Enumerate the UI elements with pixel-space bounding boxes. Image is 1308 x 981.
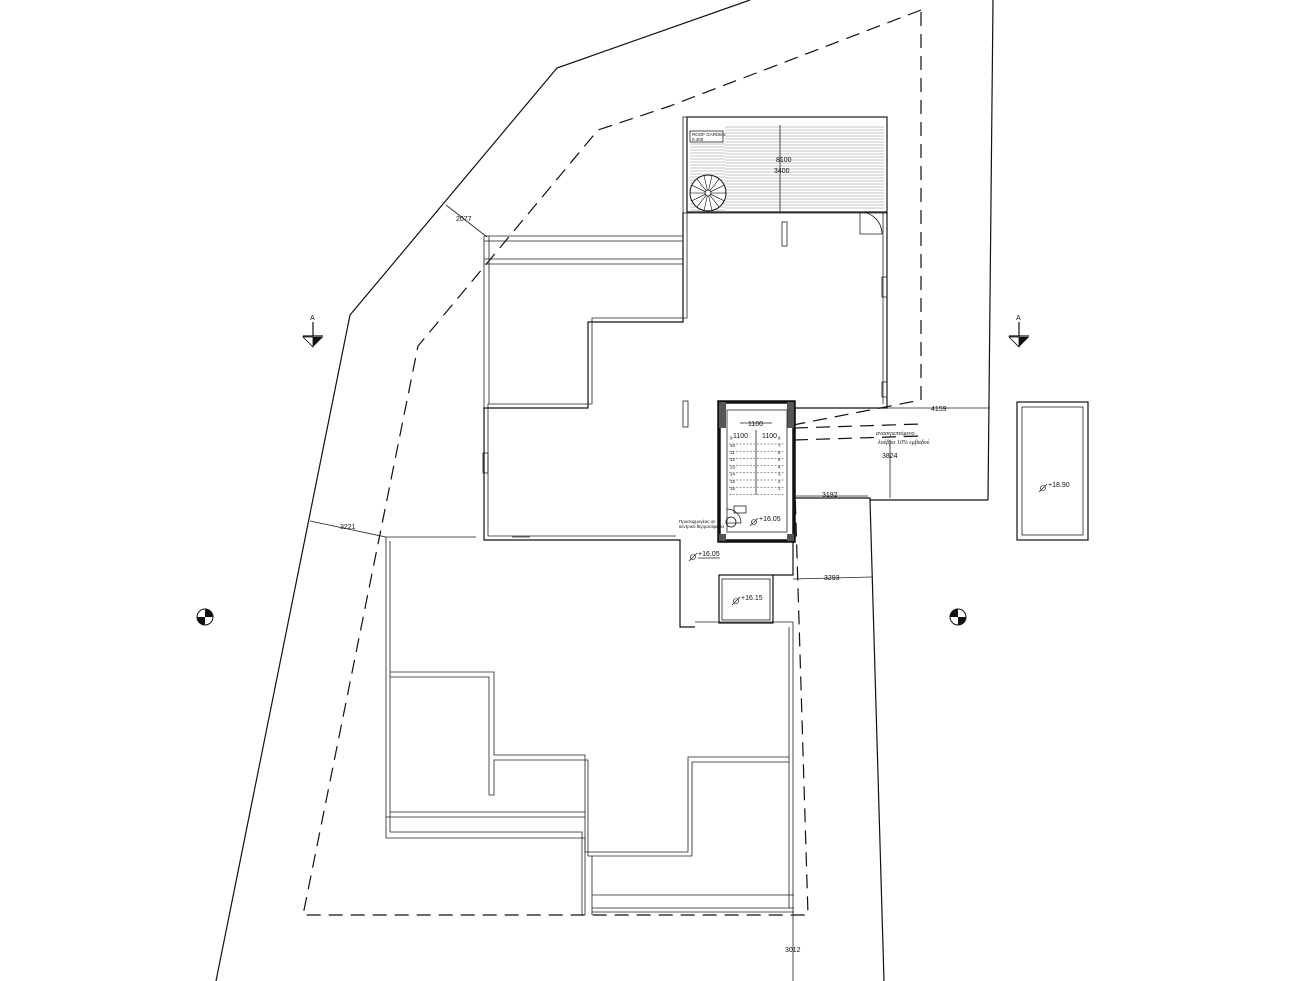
annex-building: +18.90 (1016, 401, 1089, 541)
tank-slab: +16.15 (718, 541, 794, 624)
lower-roof-outline (385, 536, 794, 915)
louvre-note-2: λούβρα 10% εμβαδού (877, 440, 930, 446)
view-mark-right-label: B (958, 617, 961, 622)
spiral-tread (691, 194, 706, 202)
louvre-overhang: αναστρεπτόμενο λούβρα 10% εμβαδού (793, 423, 930, 500)
spiral-tread (709, 195, 720, 208)
spiral-tread (703, 175, 708, 191)
elevation-roof: +16.05 (698, 551, 720, 558)
section-mark-left-label: A (310, 315, 315, 322)
stair-step-number: 5 (778, 457, 781, 462)
louvre-note-1: αναστρεπτόμενο (876, 431, 915, 437)
stair-step-number: 10 (730, 443, 736, 448)
view-mark-left-label: A (202, 617, 205, 622)
pergola (483, 235, 683, 408)
spiral-tread (691, 184, 706, 192)
dim-setback-nw: 2077 (456, 216, 472, 223)
spiral-tread (703, 195, 708, 211)
elevation-marker-icon (1038, 483, 1048, 493)
equipment-note-1: Προσαρμογέας σε (679, 518, 715, 524)
stair-step-number: 4 (778, 464, 781, 469)
roof-garden-decking (690, 126, 884, 211)
stair-step-number: 16 (730, 486, 736, 491)
stair-step-number: 7 (778, 443, 781, 448)
stair-step-number: 13 (730, 464, 736, 469)
spiral-tread (708, 175, 713, 191)
elevation-marker-icon (731, 596, 741, 606)
spiral-tread (696, 195, 707, 208)
roof-garden: ROOF GARDEN 0.400 8100 3400 (682, 116, 888, 214)
skylight (781, 221, 788, 247)
plot-boundary (215, 0, 994, 981)
stair-width-total: 1100 (748, 421, 763, 428)
stair-step-number: 8 (778, 436, 781, 441)
stair-flight-left: 1100 (733, 433, 748, 440)
roof-garden-label: ROOF GARDEN (692, 132, 726, 137)
skylight (682, 400, 689, 428)
stair-step-number: 12 (730, 457, 736, 462)
spiral-tread (709, 178, 720, 191)
stair-step-number: 3 (778, 472, 781, 477)
dim-setback-east-low: 3293 (824, 575, 840, 582)
section-mark-left: A (302, 315, 323, 348)
stair-step-number: 2 (778, 479, 781, 484)
spiral-tread (710, 194, 725, 202)
stair-step-number: 6 (778, 450, 781, 455)
dim-setback-east-top: 4159 (931, 406, 947, 413)
stair-step-number: 15 (730, 479, 736, 484)
view-mark-left: A (196, 608, 214, 626)
roof-garden-level: 0.400 (692, 137, 704, 142)
dim-setback-south: 3012 (785, 947, 801, 954)
spiral-tread (696, 178, 707, 191)
stair-step-number: 1 (778, 486, 781, 491)
section-mark-right: A (1008, 315, 1029, 348)
door-swing (859, 211, 883, 235)
elevation-stair: +16.05 (759, 516, 781, 523)
spiral-tread (710, 184, 725, 192)
stair-step-number: 9 (730, 436, 733, 441)
stair-step-number: 14 (730, 472, 736, 477)
elevation-annex: +18.90 (1048, 482, 1070, 489)
water-heater-icon (725, 516, 737, 528)
elevation-marker-icon (749, 517, 759, 527)
section-mark-right-label: A (1016, 315, 1021, 322)
dim-setback-east-stair: 3192 (822, 492, 838, 499)
stair-flight-right: 1100 (762, 433, 777, 440)
elevation-tank: +16.15 (741, 595, 763, 602)
roof-depth-inner: 3400 (774, 168, 790, 175)
spiral-stair-icon (689, 174, 727, 212)
equipment-note-2: κεντρικό θερμοσίφωνα (679, 523, 724, 529)
building-setback-line (302, 9, 922, 916)
elevation-marker-icon (688, 552, 698, 562)
stair-step-number: 11 (730, 450, 735, 455)
upper-floor-outline (482, 211, 888, 628)
spiral-tread (708, 195, 713, 211)
dim-setback-west: 3221 (340, 524, 356, 531)
setback-dimensions: 2077 3221 4159 3824 3192 3293 3012 (309, 204, 990, 981)
dim-setback-east-mid: 3824 (882, 453, 898, 460)
view-mark-right: B (949, 608, 967, 626)
roof-depth-outer: 8100 (776, 157, 792, 164)
